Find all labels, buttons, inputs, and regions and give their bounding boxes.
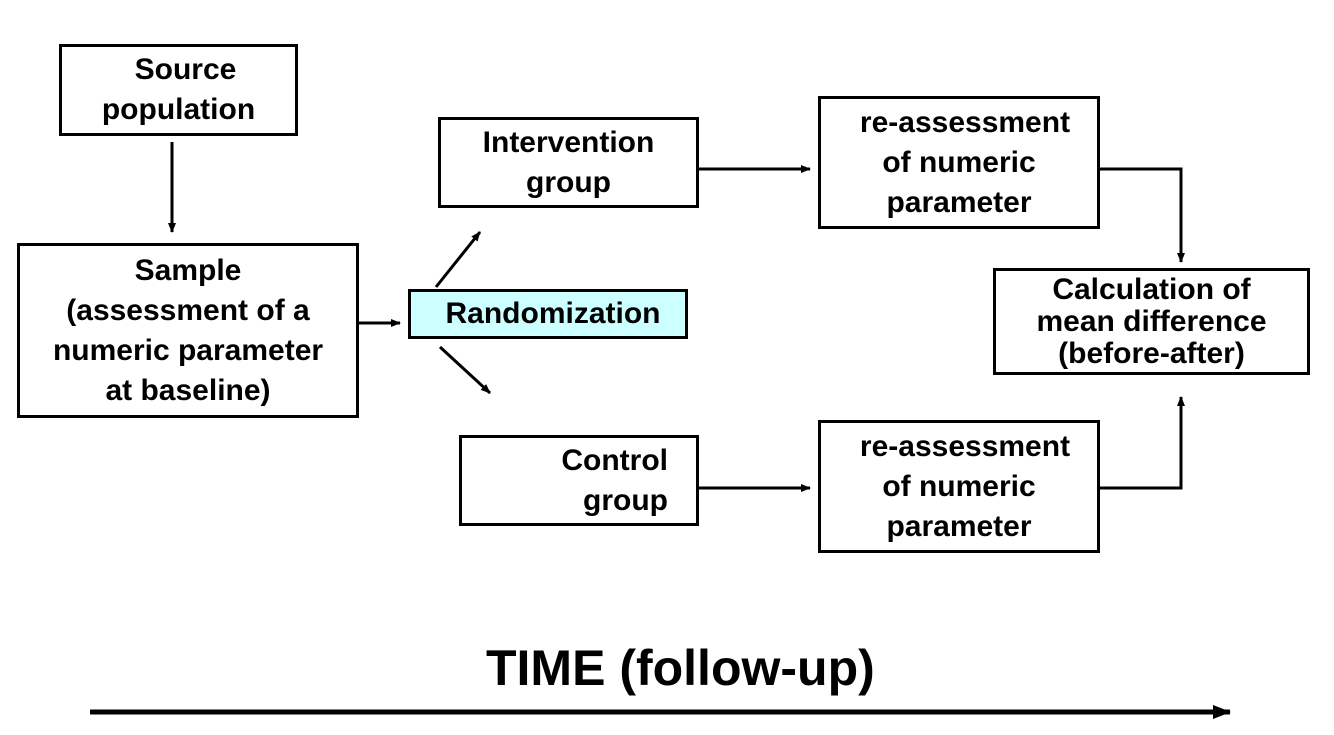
box-line: numeric parameter (52, 333, 324, 367)
reassessment-top-box: re-assessment of numeric parameter (818, 96, 1100, 229)
box-line: re-assessment (859, 105, 1071, 139)
box-line: Sample (134, 253, 242, 287)
arrow-reassess-bottom-to-calculation (1099, 396, 1185, 490)
box-line: Control (561, 443, 668, 477)
randomization-box: Randomization (408, 289, 688, 339)
box-line: re-assessment (859, 429, 1071, 463)
box-line: population (101, 93, 256, 126)
box-line: of numeric (882, 145, 1036, 179)
box-line: parameter (886, 185, 1032, 219)
arrow-randomization-to-control (438, 345, 492, 395)
box-line: parameter (886, 509, 1032, 543)
box-line: Calculation of (1052, 272, 1251, 306)
box-line: Source (134, 53, 237, 86)
box-line: (before-after) (1058, 336, 1245, 370)
arrow-reassess-top-to-calculation (1099, 167, 1185, 263)
box-line: group (526, 165, 611, 199)
reassessment-bottom-box: re-assessment of numeric parameter (818, 420, 1100, 553)
source-population-box: Source population (59, 44, 298, 136)
box-line: (assessment of a (66, 293, 310, 327)
time-label: TIME (follow-up) (486, 640, 875, 696)
box-line: at baseline) (105, 373, 271, 407)
box-line: mean difference (1036, 304, 1267, 338)
box-line: Randomization (445, 297, 661, 330)
box-line: Intervention (482, 125, 655, 159)
sample-box: Sample (assessment of a numeric paramete… (17, 243, 359, 418)
calculation-box: Calculation of mean difference (before-a… (993, 268, 1310, 375)
control-group-box: Control group (459, 435, 699, 526)
box-line: of numeric (882, 469, 1036, 503)
box-line: group (583, 483, 668, 517)
intervention-group-box: Intervention group (438, 117, 699, 208)
arrow-randomization-to-intervention (434, 231, 482, 288)
